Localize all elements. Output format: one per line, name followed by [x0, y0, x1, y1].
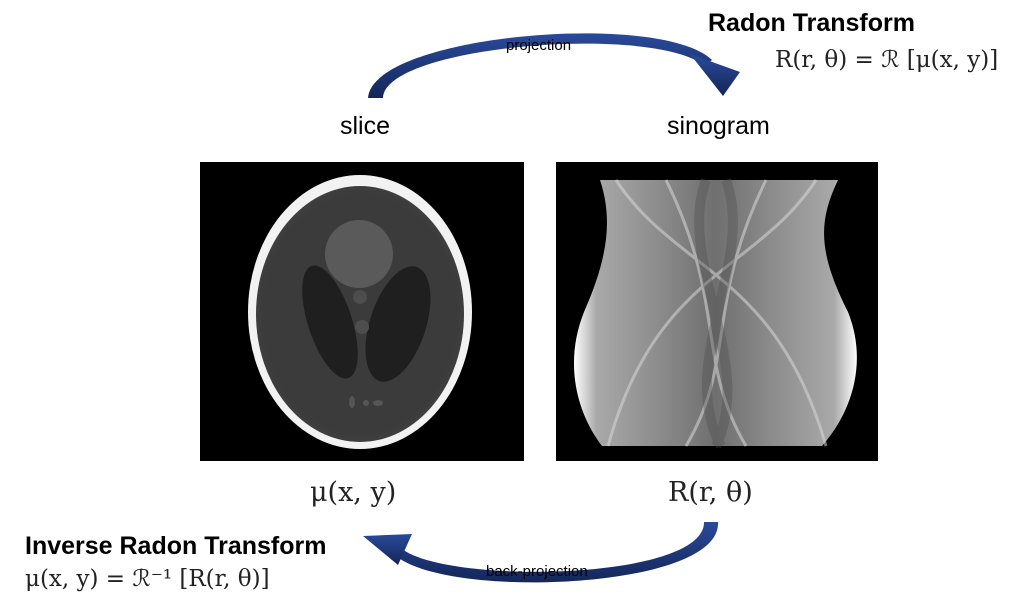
small-dot-2: [363, 400, 369, 406]
ventricle-left: [302, 265, 358, 379]
sinogram-band: [573, 180, 857, 446]
sinogram-image: [556, 162, 878, 461]
back-projection-label: back-projection: [486, 563, 588, 580]
back-projection-arrowhead: [363, 534, 412, 565]
back-projection-arc: [395, 522, 719, 583]
small-circle-2: [355, 320, 369, 334]
radon-transform-title: Radon Transform: [708, 9, 915, 37]
slice-symbol: μ(x, y): [310, 477, 397, 508]
inverse-radon-transform-formula: μ(x, y) = ℛ⁻¹ [R(r, θ)]: [25, 566, 270, 592]
slice-label: slice: [340, 112, 391, 140]
projection-label: projection: [506, 37, 572, 54]
small-circle-1: [353, 290, 367, 304]
inverse-radon-transform-title: Inverse Radon Transform: [25, 532, 327, 560]
sinogram-label: sinogram: [667, 112, 770, 140]
sinogram-symbol: R(r, θ): [668, 477, 753, 508]
brain-upper-circle: [325, 220, 393, 288]
radon-transform-formula: R(r, θ) = ℛ [μ(x, y)]: [775, 47, 999, 73]
projection-arrowhead: [690, 54, 740, 96]
skull-inner: [256, 186, 464, 442]
small-dot-3: [373, 400, 383, 406]
projection-arc: [368, 33, 712, 98]
ventricle-right: [365, 266, 431, 382]
slice-image: [200, 162, 524, 461]
small-dot-1: [349, 396, 355, 408]
